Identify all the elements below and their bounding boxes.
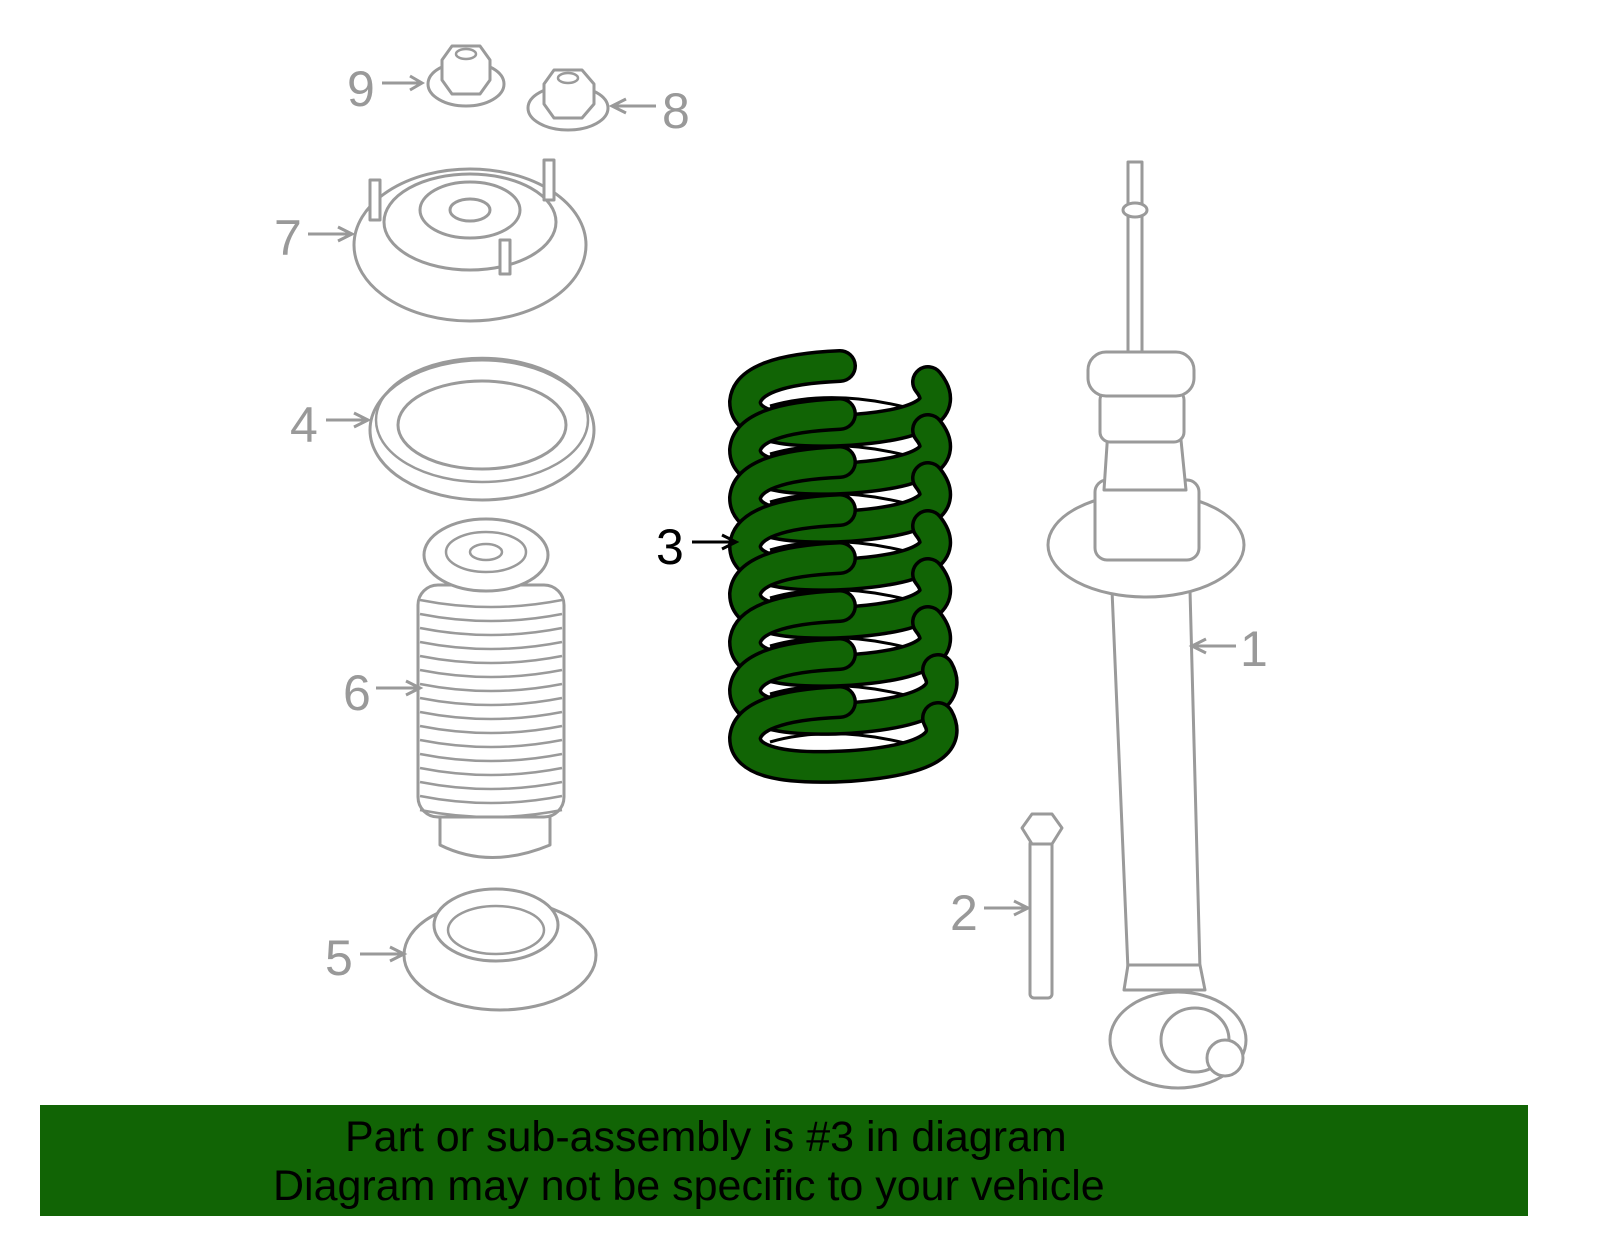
- part-6-bump-stop-boot[interactable]: [416, 517, 566, 859]
- part-5-lower-spring-seat[interactable]: [402, 887, 598, 1012]
- arrow-1: [1188, 637, 1236, 655]
- callout-2: 2: [950, 885, 978, 941]
- arrow-7: [308, 225, 356, 243]
- callout-3: 3: [656, 519, 684, 575]
- arrow-4: [326, 411, 372, 429]
- arrow-2: [984, 899, 1032, 917]
- arrow-5: [360, 945, 408, 963]
- arrow-9: [382, 74, 425, 92]
- part-2-bolt[interactable]: [1020, 812, 1064, 1000]
- arrow-3: [692, 533, 740, 551]
- banner-line-1: Part or sub-assembly is #3 in diagram: [345, 1113, 1067, 1161]
- callout-5: 5: [325, 930, 353, 986]
- info-banner: Part or sub-assembly is #3 in diagram Di…: [40, 1105, 1528, 1216]
- callout-1: 1: [1240, 621, 1268, 677]
- part-7-strut-mount[interactable]: [352, 158, 588, 323]
- arrow-8: [608, 97, 656, 115]
- callout-9: 9: [347, 61, 375, 117]
- callout-8: 8: [662, 83, 690, 139]
- part-3-coil-spring[interactable]: [727, 349, 959, 784]
- part-4-spring-seat[interactable]: [368, 356, 596, 502]
- part-1-shock-absorber[interactable]: [1046, 160, 1248, 1090]
- callout-7: 7: [274, 210, 302, 266]
- banner-line-2: Diagram may not be specific to your vehi…: [273, 1162, 1105, 1210]
- part-8-nut[interactable]: [526, 68, 610, 132]
- arrow-6: [376, 679, 424, 697]
- callout-4: 4: [290, 397, 318, 453]
- callout-6: 6: [343, 665, 371, 721]
- spring-coil: [731, 688, 956, 781]
- part-9-nut[interactable]: [426, 44, 506, 108]
